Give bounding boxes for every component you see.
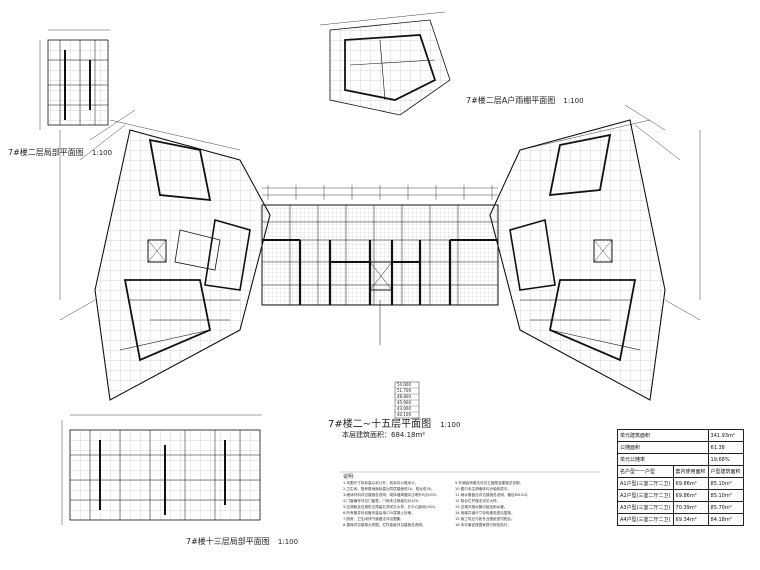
note-line: 9.外墙装饰做法详见立面图及建施总说明。 (455, 481, 524, 485)
table-cell: A4户型(三室二厅二卫) (617, 513, 674, 526)
table-cell: 单元建筑面积 (617, 429, 709, 442)
table-cell: 单元公摊率 (617, 453, 709, 466)
table-row: 单元公摊率 19.68% (617, 453, 744, 466)
elevation-label: 51.700 (397, 388, 411, 393)
note-line: 12.阳台栏杆做法详见大样。 (455, 499, 501, 503)
elevation-label: 40.100 (397, 412, 411, 417)
notes-left: 说明: 1.本图尺寸除标高以米计外，其余均以毫米计。 2.卫生间、厨房楼地面标高… (343, 474, 440, 528)
right-wing-plan (489, 104, 701, 401)
notes-right: 9.外墙装饰做法详见立面图及建施总说明。 10.图中未注明墙体均为轴线居中。 1… (455, 480, 531, 528)
elevation-label: 48.800 (397, 394, 411, 399)
plan-2f-top-scale: 1:100 (563, 97, 584, 105)
table-row: A1户型(三室二厅二卫) 69.86m² 85.10m² (617, 477, 744, 490)
note-line: 8.楼梯详见楼梯大样图，栏杆高度详见建施总说明。 (343, 523, 426, 527)
table-cell: 19.68% (707, 453, 744, 466)
detail-plan-2f-top (319, 11, 451, 116)
table-cell: 69.86m² (672, 489, 709, 502)
table-cell: A2户型(三室二厅二卫) (617, 489, 674, 502)
note-line: 4.门窗编号详见门窗表，门垛未注明者均为100。 (343, 499, 422, 503)
elevation-label: 45.900 (397, 400, 411, 405)
table-cell: A1户型(三室二厅二卫) (617, 477, 674, 490)
table-cell: 85.70m² (707, 501, 744, 514)
note-line: 3.墙体材料详见建施总说明，砌体墙厚度除注明外均为200。 (343, 493, 440, 497)
table-header-cell: 套内使用面积 (672, 465, 709, 478)
central-core-plan (261, 185, 499, 345)
note-line: 5.空调板及空调机位预留孔洞详见大样，孔中心距地2200。 (343, 505, 439, 509)
note-line: 13.空调冷凝水管均接至雨水管。 (455, 505, 508, 509)
plan-13f-title: 7#楼十三层局部平面图 (186, 537, 270, 546)
plan-2f-left-title: 7#楼二层局部平面图 (8, 148, 84, 157)
note-line: 2.卫生间、厨房楼地面标高比同层楼面低20，阳台低30。 (343, 487, 435, 491)
note-line: 14.电梯井道尺寸待电梯选型后复核。 (455, 511, 515, 515)
plan-2f-top-title: 7#楼二层A户雨棚平面图 (466, 96, 556, 105)
table-cell: 61.38 (707, 441, 744, 454)
plan-2f-left-scale: 1:100 (91, 149, 113, 157)
table-header-row: 名户型一一户型 套内使用面积 户型建筑面积 (617, 465, 744, 478)
plan-13f-scale: 1:100 (277, 538, 299, 546)
table-cell: 85.10m² (707, 489, 744, 502)
drawing-title-2f-left: 7#楼二层局部平面图 1:100 (8, 140, 112, 159)
table-cell: 69.34m² (672, 513, 709, 526)
note-line: 6.所有管井待设备安装后用C20混凝土封堵。 (343, 511, 415, 515)
table-cell: 85.10m² (707, 477, 744, 490)
table-row: A2户型(三室二厅二卫) 69.86m² 85.10m² (617, 489, 744, 502)
table-cell: 公摊面积 (617, 441, 709, 454)
table-cell: 69.86m² (672, 477, 709, 490)
note-line: 1.本图尺寸除标高以米计外，其余均以毫米计。 (343, 481, 419, 485)
table-row: A3户型(三室二厅二卫) 70.39m² 85.70m² (617, 501, 744, 514)
table-cell: 70.39m² (672, 501, 709, 514)
detail-plan-13f (61, 414, 262, 525)
table-row: 单元建筑面积 341.93m² (617, 429, 744, 442)
table-row: 公摊面积 61.38 (617, 441, 744, 454)
table-header-cell: 名户型一一户型 (617, 465, 674, 478)
table-cell: A3户型(三室二厅二卫) (617, 501, 674, 514)
area-table: 单元建筑面积 341.93m² 公摊面积 61.38 单元公摊率 19.68% … (617, 429, 744, 526)
drawing-title-13f: 7#楼十三层局部平面图 1:100 (186, 529, 298, 548)
main-plan-scale: 1:100 (440, 421, 461, 429)
notes-heading: 说明: (343, 474, 355, 480)
detail-plan-2f-left (39, 29, 110, 130)
drawing-title-2f-top: 7#楼二层A户雨棚平面图 1:100 (466, 88, 584, 107)
table-header-cell: 户型建筑面积 (707, 465, 744, 478)
left-wing-plan (59, 109, 271, 401)
note-line: 11.雨水管做法详见建施总说明，管径DN100。 (455, 493, 531, 497)
note-line: 15.施工时应与各专业图纸密切配合。 (455, 517, 515, 521)
table-cell: 341.93m² (707, 429, 744, 442)
main-plan-title: 7#楼二~十五层平面图 (328, 419, 432, 430)
table-cell: 84.18m² (707, 513, 744, 526)
elevation-legend (394, 381, 420, 419)
note-line: 10.图中未注明墙体均为轴线居中。 (455, 487, 512, 491)
floor-area-note: 本层建筑面积：684.18m² (342, 431, 426, 439)
drawing-title-main: 7#楼二~十五层平面图 1:100 (328, 412, 460, 431)
note-line: 7.厨房、卫生间排气道做法详见图集。 (343, 517, 404, 521)
elevation-label: 54.600 (397, 382, 411, 387)
note-line: 16.未尽事宜按国家现行规范执行。 (455, 523, 512, 527)
table-row: A4户型(三室二厅二卫) 69.34m² 84.18m² (617, 513, 744, 526)
elevation-label: 43.000 (397, 406, 411, 411)
